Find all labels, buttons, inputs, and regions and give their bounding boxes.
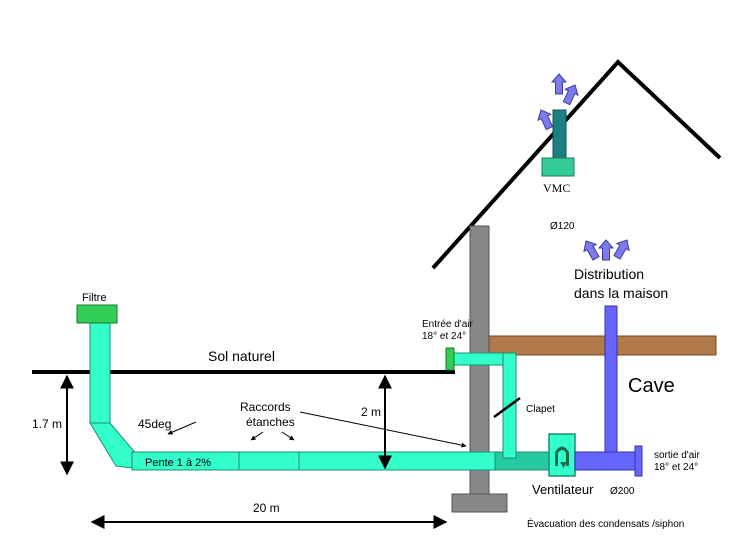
raccords-label-1: Raccords (240, 400, 291, 414)
height-label: 1.7 m (32, 417, 62, 431)
filter-intake-pipe (89, 322, 111, 424)
filter-box (76, 304, 118, 324)
vmc-box (541, 157, 575, 177)
ventilateur-icon (555, 446, 569, 466)
angle-leader-arrow (167, 421, 197, 435)
cave-label: Cave (628, 375, 675, 397)
diam-200-label: Ø200 (610, 486, 635, 497)
vmc-label: VMC (543, 181, 570, 195)
evacuation-label: Évacuation des condensats /siphon (527, 517, 684, 530)
distribution-pipe (604, 305, 618, 457)
distribution-arrow-icon (597, 239, 615, 261)
raccords-leader-arrow-3 (299, 411, 467, 448)
distribution-arrow-icon (613, 239, 630, 260)
depth-label: 2 m (361, 405, 381, 419)
ventilateur-box (548, 433, 576, 477)
exhaust-arrow-icon (550, 73, 568, 95)
vmc-stem (552, 109, 567, 161)
diam-120-label: Ø120 (550, 221, 575, 232)
vmc-exhaust-arrows (537, 73, 579, 131)
raccords-label-2: étanches (246, 415, 295, 429)
exhaust-arrow-icon (537, 109, 554, 131)
filtre-label: Filtre (82, 292, 106, 304)
elbow-45deg (89, 422, 139, 469)
exhaust-arrow-icon (562, 84, 579, 106)
air-outlet-pipe (574, 451, 636, 471)
distribution-arrow-icon (583, 240, 600, 261)
sol-naturel-label: Sol naturel (208, 348, 275, 364)
distribution-label-2: dans la maison (574, 285, 668, 301)
angle-label: 45deg (138, 417, 171, 431)
sortie-label-1: sortie d'air (654, 450, 700, 461)
pente-label: Pente 1 à 2% (145, 457, 211, 469)
sortie-label-2: 18° et 24° (654, 462, 698, 473)
clapet-valve (493, 396, 521, 419)
cellar-ceiling-floor (488, 335, 717, 356)
air-inlet-flange (445, 347, 455, 371)
distribution-arrows (583, 239, 630, 261)
air-outlet-flange (634, 445, 643, 477)
ventilateur-label: Ventilateur (532, 482, 594, 497)
entree-label-1: Entrée d'air (422, 319, 473, 330)
ventilateur-arrow-icon (560, 462, 567, 468)
raccords-leader-arrow-1 (250, 431, 264, 441)
raccords-leader-arrow-2 (281, 431, 295, 441)
wall-footing (451, 493, 508, 513)
clapet-label: Clapet (526, 404, 555, 415)
entree-label-2: 18° et 24° (422, 331, 466, 342)
house-roof (431, 59, 722, 270)
length-label: 20 m (253, 501, 280, 515)
distribution-label-1: Distribution (574, 266, 644, 282)
